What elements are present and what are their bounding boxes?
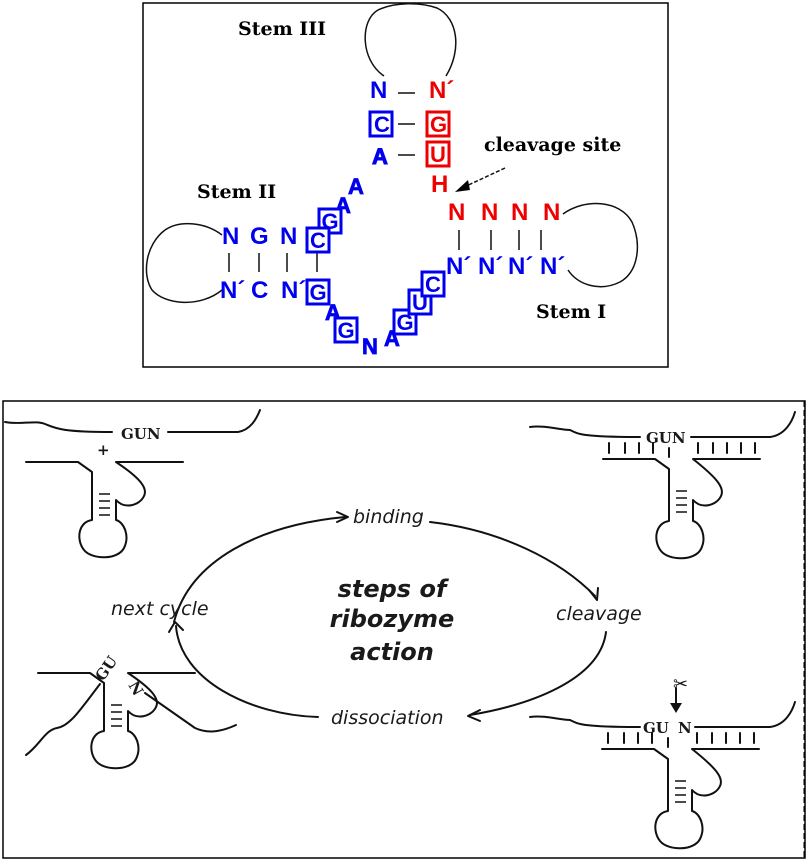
stem3-right-2: G — [430, 112, 447, 137]
substrate-h: H — [431, 171, 448, 198]
stem1-loop — [562, 202, 639, 288]
cut-strand-left — [529, 715, 641, 728]
substrate-seq-free: GUN — [121, 425, 161, 443]
core-lower-nucleotide-4: N — [362, 334, 378, 359]
cut-arrow-head — [670, 703, 682, 713]
plus-sign: + — [97, 441, 110, 459]
bound-strand-right — [690, 411, 796, 438]
stem3-left-1: N — [370, 77, 387, 104]
arrow-cleavage — [588, 587, 599, 601]
step-cleavage: cleavage — [556, 603, 642, 625]
step-dissociation: dissociation — [331, 707, 444, 729]
released-right-fragment — [144, 692, 237, 733]
stem2: N G N N´ C N´ — [220, 223, 318, 304]
core-upper-nucleotide-1: A — [348, 174, 364, 199]
core-lower-nucleotide-1: G — [309, 280, 326, 305]
stem1-bottom-4: N´ — [540, 253, 565, 280]
stem2-top-2: G — [250, 223, 269, 250]
core-upper-nucleotide-4: C — [310, 228, 326, 253]
core-lower-box-1 — [305, 278, 331, 306]
core-lower-nucleotide-6: G — [396, 310, 413, 335]
stem3-left-2: C — [374, 112, 390, 137]
center-title-line-2: ribozyme — [330, 605, 455, 633]
core-lower-nucleotide-8: C — [425, 272, 441, 297]
stem3-loop — [364, 3, 457, 77]
stem2-label: Stem II — [197, 181, 276, 203]
stem1: N N N N N´ N´ N´ N´ — [446, 199, 565, 280]
released-left-fragment — [25, 683, 101, 756]
cut-strand-right — [694, 701, 796, 728]
stage-cleavage: GU N ✂ — [529, 674, 796, 850]
stem2-loop — [145, 222, 223, 304]
core-lower-box-8 — [420, 270, 446, 298]
top-panel-frame — [142, 2, 669, 368]
center-title-line-3: action — [350, 638, 434, 666]
stem3-right-3-box — [425, 140, 451, 168]
stem3-label: Stem III — [238, 18, 326, 40]
stage-free: GUN + — [4, 409, 261, 559]
core-upper-box-4 — [305, 226, 331, 254]
stem2-bottom-3: N´ — [281, 277, 306, 304]
scissors-icon: ✂ — [673, 674, 688, 695]
stem1-top-3: N — [511, 199, 528, 226]
core-lower-box-3 — [333, 316, 359, 344]
stem1-top-4: N — [543, 199, 560, 226]
arrow-next-cycle — [168, 621, 184, 633]
stem3-right-3: U — [430, 142, 446, 167]
stage-bound: GUN — [529, 411, 796, 560]
substrate-seq-bound: GUN — [646, 429, 686, 447]
arrow-binding — [336, 511, 349, 523]
arc-to-next-cycle — [175, 625, 319, 718]
cleavage-site-label: cleavage site — [484, 134, 621, 156]
stem2-bottom-2: C — [251, 277, 268, 304]
stem3-right-1: N´ — [429, 77, 454, 104]
stem2-top-1: N — [222, 223, 239, 250]
step-next-cycle: next cycle — [111, 598, 209, 620]
hammerhead-structure-panel: N N´ C G A U H cleavage site Stem III St… — [142, 2, 669, 368]
step-binding: binding — [353, 506, 424, 528]
bound-strand-left — [529, 425, 641, 438]
stem1-label: Stem I — [536, 301, 606, 323]
stem3-left-3: A — [372, 144, 388, 169]
arc-to-cleavage — [429, 521, 596, 597]
stem3-left-2-box — [368, 110, 394, 138]
stem1-top-2: N — [481, 199, 498, 226]
substrate-strand-right — [167, 409, 261, 433]
arc-to-binding — [173, 516, 346, 623]
cleavage-arrow-head — [455, 180, 470, 192]
ribozyme-cycle-panel: binding cleavage dissociation next cycle… — [2, 400, 806, 859]
stem3-right-2-box — [425, 110, 451, 138]
center-title-line-1: steps of — [338, 575, 449, 603]
core-lower-box-6 — [392, 308, 418, 336]
cut-seq-left: GU — [643, 719, 669, 737]
stem2-top-3: N — [280, 223, 297, 250]
core-lower-nucleotide-3: G — [337, 318, 354, 343]
stem1-top-1: N — [448, 199, 465, 226]
cut-seq-right: N — [678, 719, 692, 737]
cleavage-arrow-line — [461, 167, 506, 189]
stem1-bottom-2: N´ — [478, 253, 503, 280]
stem1-bottom-3: N´ — [508, 253, 533, 280]
stem2-bottom-1: N´ — [220, 277, 245, 304]
arrow-dissociation — [467, 709, 481, 722]
arc-to-dissociation — [469, 631, 607, 716]
stem1-bottom-1: N´ — [446, 253, 471, 280]
substrate-strand-left — [4, 421, 113, 433]
